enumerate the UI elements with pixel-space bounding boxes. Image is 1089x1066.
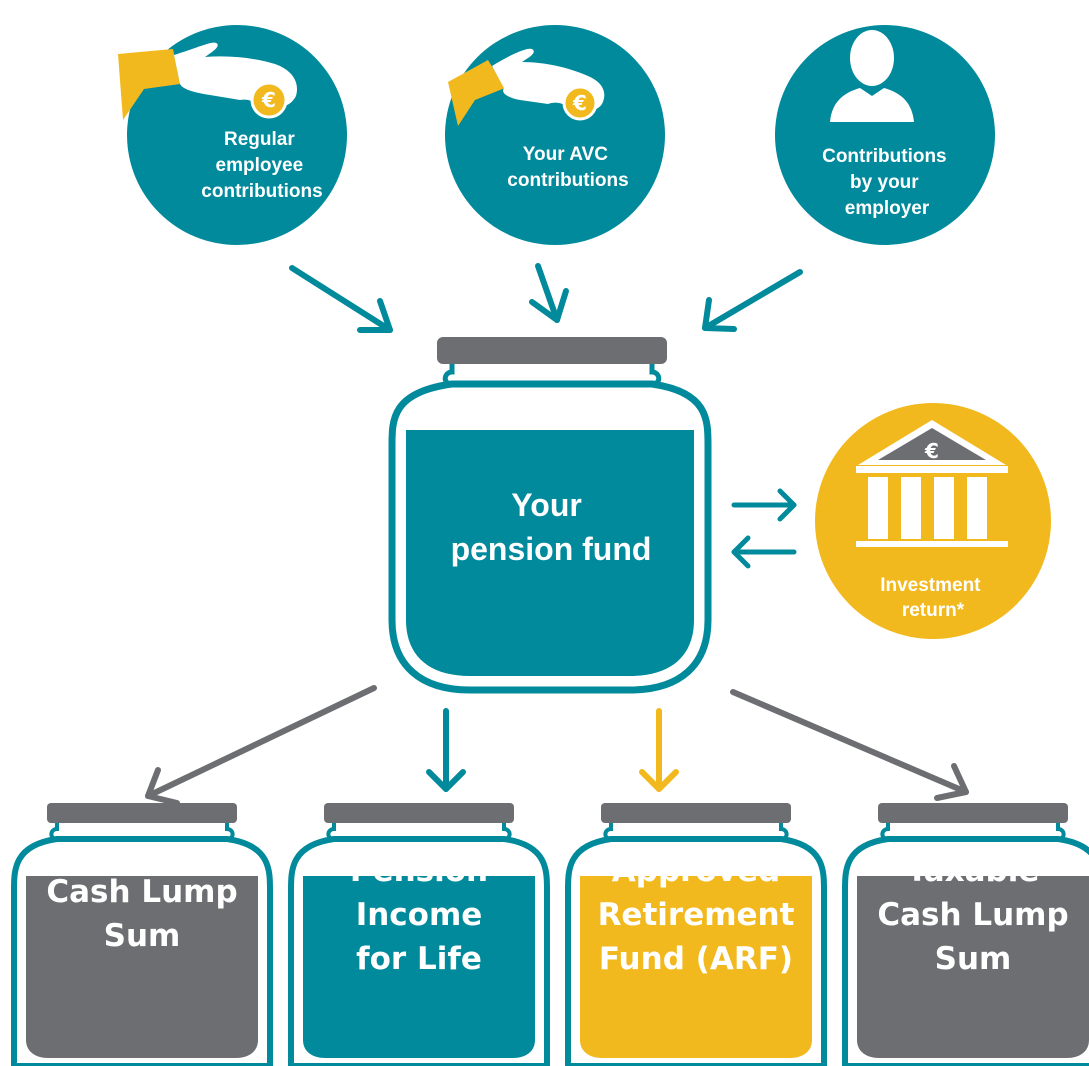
output-jar-lid (324, 803, 514, 823)
investment-label: Investment return* (880, 575, 986, 621)
source-avc-label: Your AVC contributions (507, 144, 628, 191)
source-avc: € Your AVC contributions (445, 25, 665, 245)
source-employer-circle (775, 25, 995, 245)
hand-coin-icon: € (118, 42, 298, 120)
person-icon (830, 30, 914, 122)
source-employer: Contributions by your employer (775, 25, 995, 245)
fund-jar-fill (406, 430, 694, 676)
output-jar-lid (601, 803, 791, 823)
output-jar-lid (878, 803, 1068, 823)
svg-text:€: € (261, 88, 276, 112)
investment-return: € Investment return* (815, 403, 1051, 639)
arrow-regular-to-fund (289, 265, 393, 333)
source-employer-label: Contributions by your employer (822, 146, 952, 219)
source-regular: € Regular employee contributions (118, 25, 347, 245)
source-regular-label: Regular employee contributions (201, 129, 322, 202)
arrow-fund-to-cash (145, 685, 377, 806)
output-jar-fill (580, 876, 812, 1058)
fund-jar: Your pension fund (388, 337, 712, 694)
arrow-fund-to-arf (639, 708, 679, 792)
hand-coin-icon: € (448, 48, 605, 126)
fund-label: Your pension fund (451, 487, 652, 567)
bank-building-icon: € (856, 420, 1008, 547)
svg-text:€: € (572, 91, 587, 115)
fund-jar-lid (437, 337, 667, 364)
output-jar-fill (303, 876, 535, 1058)
output-jar-lid (47, 803, 237, 823)
output-jar-fill (26, 876, 258, 1058)
source-avc-circle (445, 25, 665, 245)
arrow-fund-to-investment (731, 488, 797, 522)
output-jar-fill (857, 876, 1089, 1058)
arrow-fund-to-income (426, 708, 466, 792)
arrow-fund-to-taxable (730, 689, 969, 801)
svg-text:€: € (924, 439, 939, 463)
arrow-employer-to-fund (702, 269, 803, 332)
arrow-avc-to-fund (529, 263, 569, 323)
arrow-investment-to-fund (731, 535, 797, 569)
